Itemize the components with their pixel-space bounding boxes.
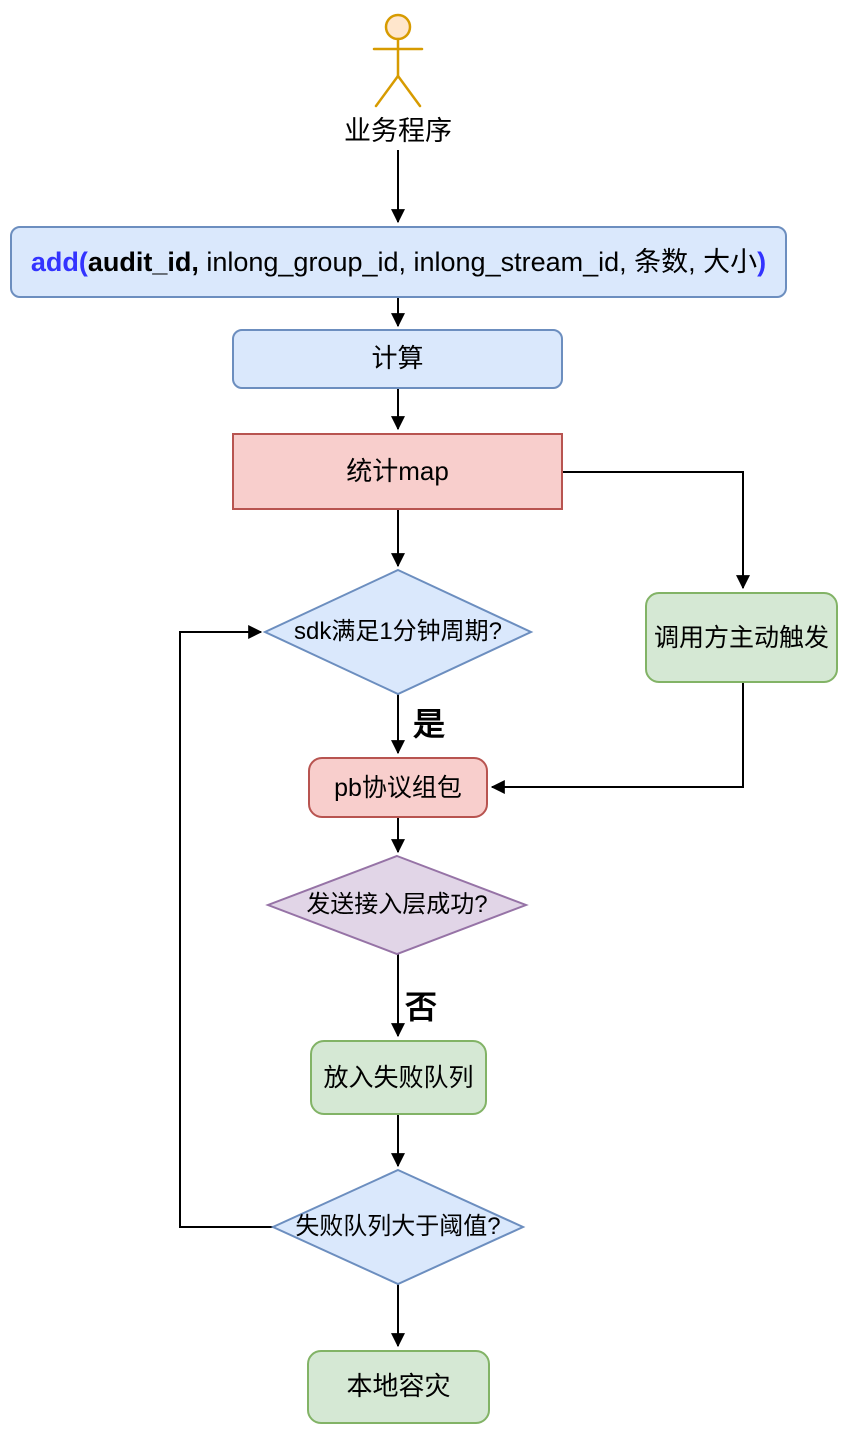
actor-label: 业务程序: [344, 115, 452, 146]
edge-label-yes: 是: [413, 706, 446, 742]
edge-statsmap-to-caller-trigger: [563, 471, 750, 590]
edge-label-no: 否: [405, 989, 438, 1025]
add-call-bold-arg: audit_id,: [87, 246, 199, 277]
actor-leg-left: [374, 74, 400, 108]
node-stats-map: 统计map: [232, 433, 563, 510]
node-add-call: add(audit_id, inlong_group_id, inlong_st…: [10, 226, 787, 298]
decision-queue-threshold-label: 失败队列大于阈值?: [295, 1213, 501, 1241]
node-caller-trigger-label: 调用方主动触发: [653, 623, 829, 652]
add-call-open: add(: [30, 246, 88, 277]
add-call-close: ): [757, 246, 767, 277]
actor-head: [384, 13, 412, 41]
edge-threshold-loop-to-sdk-decision: [179, 625, 273, 1228]
actor-icon: [372, 13, 424, 108]
node-local-disaster-label: 本地容灾: [346, 1371, 451, 1402]
decision-sdk-cycle-label: sdk满足1分钟周期?: [293, 618, 503, 646]
decision-queue-threshold-shape: [270, 1168, 526, 1286]
decision-send-success-shape: [265, 854, 529, 956]
node-compute-label: 计算: [371, 343, 424, 374]
node-enqueue-failure-label: 放入失败队列: [323, 1063, 474, 1092]
edge-caller-trigger-to-pbpack: [490, 683, 744, 794]
node-enqueue-failure: 放入失败队列: [310, 1040, 487, 1115]
actor-leg-right: [396, 74, 422, 108]
add-call-args: inlong_group_id, inlong_stream_id, 条数, 大…: [198, 246, 758, 277]
decision-sdk-cycle-shape: [262, 568, 534, 696]
node-local-disaster: 本地容灾: [307, 1350, 490, 1424]
node-stats-map-label: 统计map: [346, 455, 449, 486]
node-compute: 计算: [232, 329, 563, 389]
node-pb-pack: pb协议组包: [308, 757, 488, 818]
node-pb-pack-label: pb协议组包: [334, 773, 462, 802]
node-caller-trigger: 调用方主动触发: [645, 592, 838, 683]
decision-send-success-label: 发送接入层成功?: [306, 891, 488, 919]
